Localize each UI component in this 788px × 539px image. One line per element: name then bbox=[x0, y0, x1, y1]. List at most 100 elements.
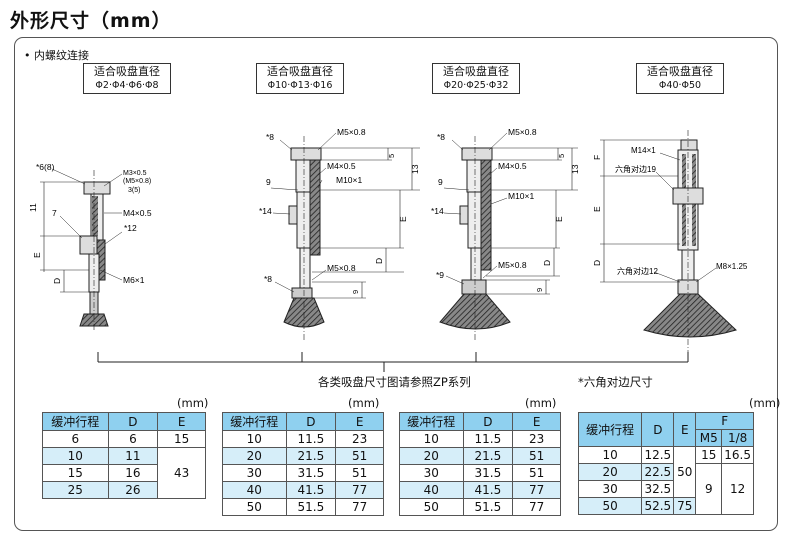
connection-type-heading: • 内螺纹连接 bbox=[24, 49, 89, 62]
label-thread-m3: M3×0.5 bbox=[123, 170, 147, 177]
cell-d: 12.5 bbox=[641, 446, 675, 464]
cell-stroke: 10 bbox=[577, 446, 643, 464]
header-stroke: 缓冲行程 bbox=[399, 412, 464, 431]
cell-d: 41.5 bbox=[285, 481, 337, 499]
label-dim-f: F bbox=[592, 155, 602, 160]
cup-diameter-box-3: 适合吸盘直径 Φ20·Φ25·Φ32 bbox=[432, 63, 520, 94]
cell-d: 11.5 bbox=[462, 430, 514, 448]
cell-d: 51.5 bbox=[285, 498, 337, 516]
header-d: D bbox=[641, 412, 675, 447]
cell-d: 51.5 bbox=[462, 498, 514, 516]
label-thread-m4: M4×0.5 bbox=[498, 161, 527, 171]
unit-label-3: (mm) bbox=[525, 396, 557, 410]
label-dim-9: 9 bbox=[266, 177, 271, 187]
header-e: E bbox=[157, 412, 206, 431]
cell-d: 11.5 bbox=[285, 430, 337, 448]
table-row: 20 21.5 51 bbox=[222, 447, 384, 465]
stroke-table-2: 缓冲行程 D E 10 11.5 23 20 21.5 51 30 31.5 5… bbox=[222, 412, 384, 516]
stroke-table-3: 缓冲行程 D E 10 11.5 23 20 21.5 51 30 31.5 5… bbox=[399, 412, 561, 516]
label-dim-d: D bbox=[52, 278, 62, 284]
table-row: 50 52.5 75 bbox=[577, 497, 754, 515]
table-row: 30 31.5 51 bbox=[222, 464, 384, 482]
cell-stroke: 20 bbox=[222, 447, 287, 465]
cell-e: 77 bbox=[335, 498, 384, 516]
table-row: 20 22.5 9 12 bbox=[577, 463, 754, 515]
cell-stroke: 25 bbox=[42, 481, 109, 499]
table-header-row: 缓冲行程 D E bbox=[222, 412, 384, 431]
table-row: 20 21.5 51 bbox=[399, 447, 561, 465]
table-row: 40 41.5 77 bbox=[399, 481, 561, 499]
cell-d: 31.5 bbox=[285, 464, 337, 482]
cell-stroke: 10 bbox=[222, 430, 287, 448]
cell-e-merged: 43 bbox=[157, 447, 206, 499]
label-thread-m4: M4×0.5 bbox=[327, 161, 356, 171]
table-header-row: 缓冲行程 D E bbox=[399, 412, 561, 431]
label-thread-m5-top: M5×0.8 bbox=[508, 127, 537, 137]
table-row: 6 6 15 bbox=[42, 430, 206, 448]
label-thread-m8: M8×1.25 bbox=[716, 262, 748, 271]
header-stroke: 缓冲行程 bbox=[42, 412, 109, 431]
cell-stroke: 30 bbox=[577, 480, 643, 498]
cell-d: 32.5 bbox=[641, 480, 675, 498]
table-row: 10 11 43 bbox=[42, 447, 206, 499]
drawing-4: F M14×1 六角对边19 E D 六角对边12 M8×1.25 bbox=[592, 130, 748, 362]
label-hex-14: *14 bbox=[431, 206, 444, 216]
label-dim-e: E bbox=[592, 206, 602, 212]
cell-stroke: 40 bbox=[399, 481, 464, 499]
drawing-3: *8 M5×0.8 5 13 M4×0.5 9 M10×1 *14 E D *9… bbox=[431, 127, 580, 340]
cell-e-merged: 50 bbox=[673, 446, 697, 498]
cell-f-m5-merged: 9 bbox=[695, 463, 723, 515]
cup-box-label: 适合吸盘直径 bbox=[94, 65, 160, 78]
cup-box-label: 适合吸盘直径 bbox=[647, 65, 713, 78]
label-dim-3-5: 3(5) bbox=[128, 187, 140, 194]
cell-e: 23 bbox=[335, 430, 384, 448]
label-dim-e: E bbox=[398, 216, 408, 222]
label-dim-5: 5 bbox=[557, 154, 566, 158]
label-hex-8-bottom: *8 bbox=[264, 274, 272, 284]
table-row: 10 12.5 50 15 16.5 bbox=[577, 446, 754, 498]
cell-e: 75 bbox=[673, 497, 697, 515]
cell-d: 22.5 bbox=[641, 463, 675, 481]
header-f-1-8: 1/8 bbox=[721, 429, 754, 447]
reference-note: 各类吸盘尺寸图请参照ZP系列 bbox=[318, 375, 471, 389]
page-title: 外形尺寸（mm） bbox=[10, 10, 172, 32]
table-row: 25 26 bbox=[42, 481, 206, 499]
header-stroke: 缓冲行程 bbox=[577, 412, 643, 447]
cell-e: 51 bbox=[335, 464, 384, 482]
label-thread-m10: M10×1 bbox=[336, 175, 362, 185]
cell-stroke: 50 bbox=[577, 497, 643, 515]
cell-stroke: 30 bbox=[222, 464, 287, 482]
table-row: 40 41.5 77 bbox=[222, 481, 384, 499]
table-row: 50 51.5 77 bbox=[222, 498, 384, 516]
cup-box-label: 适合吸盘直径 bbox=[267, 65, 333, 78]
stroke-table-1: 缓冲行程 D E 6 6 15 10 11 43 15 16 25 26 bbox=[42, 412, 206, 499]
label-dim-13: 13 bbox=[570, 164, 580, 174]
label-dim-13: 13 bbox=[410, 164, 420, 174]
cell-stroke: 6 bbox=[42, 430, 109, 448]
drawing-2: *8 M5×0.8 5 13 M4×0.5 9 M10×1 *14 E D *8… bbox=[259, 127, 420, 340]
cell-e: 51 bbox=[335, 447, 384, 465]
drawing-1: *6(8) M3×0.5 (M5×0.8) 3(5) 11 7 M4×0.5 *… bbox=[28, 162, 152, 330]
reference-bracket bbox=[97, 352, 689, 372]
label-thread-m10: M10×1 bbox=[508, 191, 534, 201]
table-header-row: 缓冲行程 D E bbox=[42, 412, 206, 431]
label-hex-14: *14 bbox=[259, 206, 272, 216]
header-f: F bbox=[695, 412, 754, 430]
cell-d: 21.5 bbox=[462, 447, 514, 465]
cell-f-1-8: 16.5 bbox=[721, 446, 754, 464]
dimension-panel bbox=[14, 37, 778, 531]
cell-d: 16 bbox=[107, 464, 159, 482]
header-f-m5: M5 bbox=[695, 429, 723, 447]
table-row: 15 16 bbox=[42, 464, 206, 482]
cell-e: 77 bbox=[512, 481, 561, 499]
label-dim-d: D bbox=[542, 260, 552, 266]
cell-d: 52.5 bbox=[641, 497, 675, 515]
cell-e: 23 bbox=[512, 430, 561, 448]
cup-diameter-box-2: 适合吸盘直径 Φ10·Φ13·Φ16 bbox=[256, 63, 344, 94]
cell-d: 11 bbox=[107, 447, 159, 465]
header-stroke: 缓冲行程 bbox=[222, 412, 287, 431]
cell-d: 26 bbox=[107, 481, 159, 499]
label-hex-9: *9 bbox=[436, 270, 444, 280]
cup-box-diameters: Φ2·Φ4·Φ6·Φ8 bbox=[95, 80, 159, 91]
cell-stroke: 20 bbox=[577, 463, 643, 481]
